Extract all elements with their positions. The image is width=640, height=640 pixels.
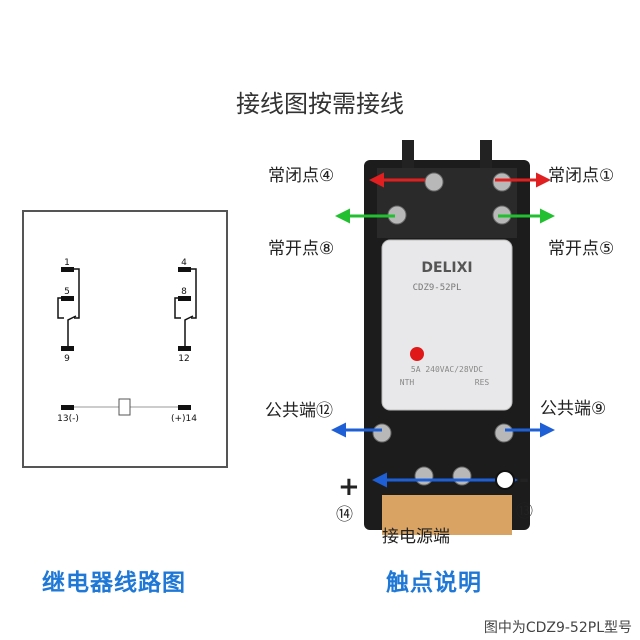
label-pin-13: ⑬ bbox=[516, 502, 533, 522]
pin-5: 5 bbox=[64, 287, 70, 297]
model-note: 图中为CDZ9-52PL型号 bbox=[483, 620, 632, 636]
label-no-8: 常开点⑧ bbox=[268, 239, 335, 259]
svg-text:NTH: NTH bbox=[400, 378, 415, 387]
page-title: 接线图按需接线 bbox=[236, 90, 404, 118]
label-nc-4: 常闭点④ bbox=[268, 166, 335, 186]
label-plus: + bbox=[338, 472, 360, 502]
pin-4: 4 bbox=[181, 258, 187, 268]
label-com-12: 公共端⑫ bbox=[265, 401, 333, 421]
svg-text:RES: RES bbox=[475, 378, 490, 387]
label-minus: - bbox=[519, 465, 529, 493]
svg-text:DELIXI: DELIXI bbox=[421, 260, 472, 276]
pin-14: (+)14 bbox=[171, 414, 197, 424]
pin-13: 13(-) bbox=[57, 414, 79, 424]
svg-text:CDZ9-52PL: CDZ9-52PL bbox=[413, 283, 462, 293]
pin-12: 12 bbox=[178, 354, 189, 364]
pin-9: 9 bbox=[64, 354, 70, 364]
relay-photo: DELIXI CDZ9-52PL 5A 240VAC/28VDC NTH RES bbox=[362, 140, 532, 540]
svg-text:5A 240VAC/28VDC: 5A 240VAC/28VDC bbox=[411, 365, 483, 374]
caption-schematic: 继电器线路图 bbox=[42, 570, 186, 596]
pin-1: 1 bbox=[64, 258, 70, 268]
label-power: 接电源端 bbox=[382, 527, 450, 547]
schematic-drawing: 1 5 9 4 8 12 13(-) (+)14 bbox=[57, 258, 197, 424]
label-com-9: 公共端⑨ bbox=[540, 399, 607, 419]
relay-schematic: 1 5 9 4 8 12 13(-) (+)14 bbox=[22, 210, 228, 468]
label-pin-14: ⑭ bbox=[336, 505, 353, 525]
caption-contacts: 触点说明 bbox=[386, 570, 482, 596]
pin-8: 8 bbox=[181, 287, 187, 297]
label-nc-1: 常闭点① bbox=[548, 166, 615, 186]
label-no-5: 常开点⑤ bbox=[548, 239, 615, 259]
